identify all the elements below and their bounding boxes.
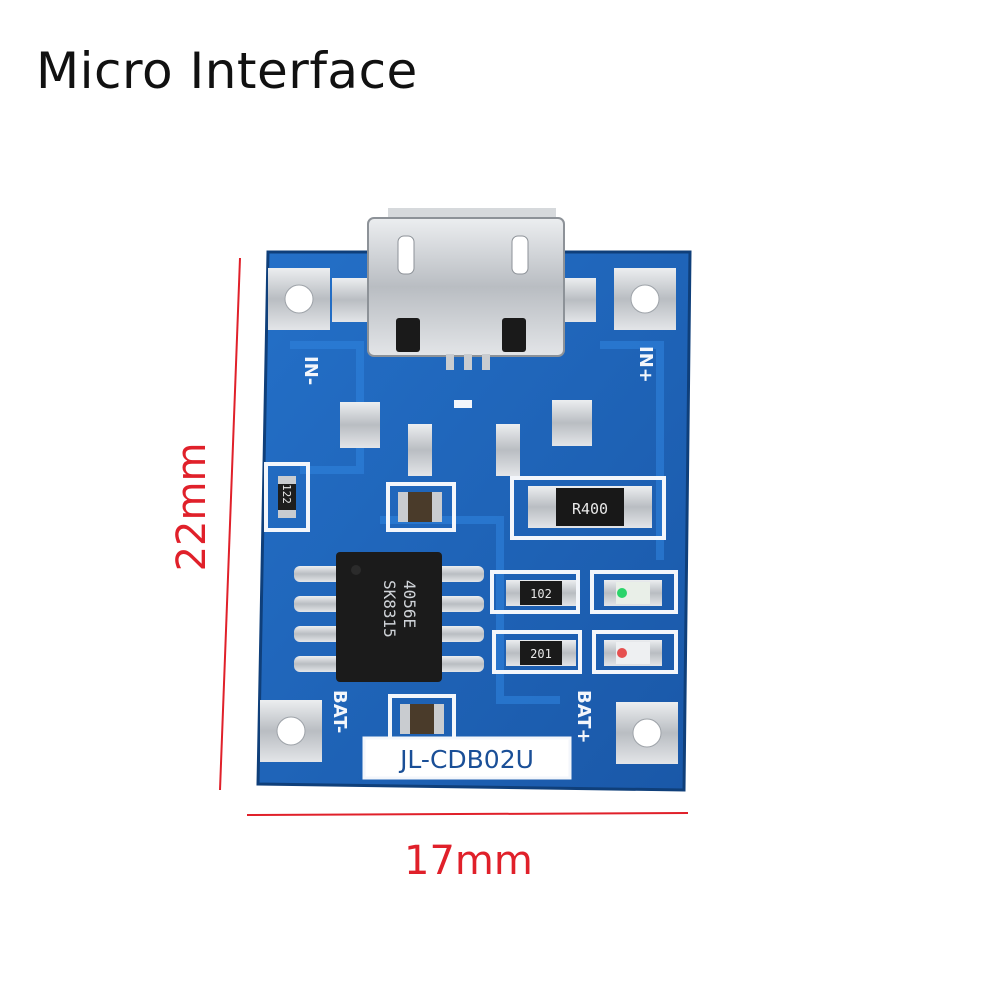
chip-marking-line-2: SK8315 [380, 580, 399, 638]
height-dimension-line [219, 257, 241, 791]
width-dimension-label: 17mm [404, 838, 533, 884]
resistor-201-marking: 201 [530, 647, 552, 661]
red-led [604, 640, 662, 666]
chip-marking-line-1: 4056E [400, 580, 419, 628]
micro-usb-connector [367, 208, 565, 370]
green-led [604, 580, 662, 606]
bat-minus-label: BAT- [329, 690, 350, 733]
resistor-122-marking: 122 [280, 484, 293, 504]
in-minus-label: IN- [300, 356, 321, 385]
bat-plus-label: BAT+ [573, 690, 594, 744]
sense-resistor-marking: R400 [572, 500, 608, 518]
in-plus-label: IN+ [635, 346, 656, 383]
pcb-board [256, 208, 692, 792]
height-dimension-label: 22mm [169, 442, 215, 572]
charger-ic [294, 552, 484, 682]
headline: Micro Interface [36, 42, 418, 100]
model-label-box [362, 736, 572, 780]
resistor-102-marking: 102 [530, 587, 552, 601]
width-dimension-line [246, 812, 689, 816]
model-label: JL-CDB02U [398, 745, 534, 774]
